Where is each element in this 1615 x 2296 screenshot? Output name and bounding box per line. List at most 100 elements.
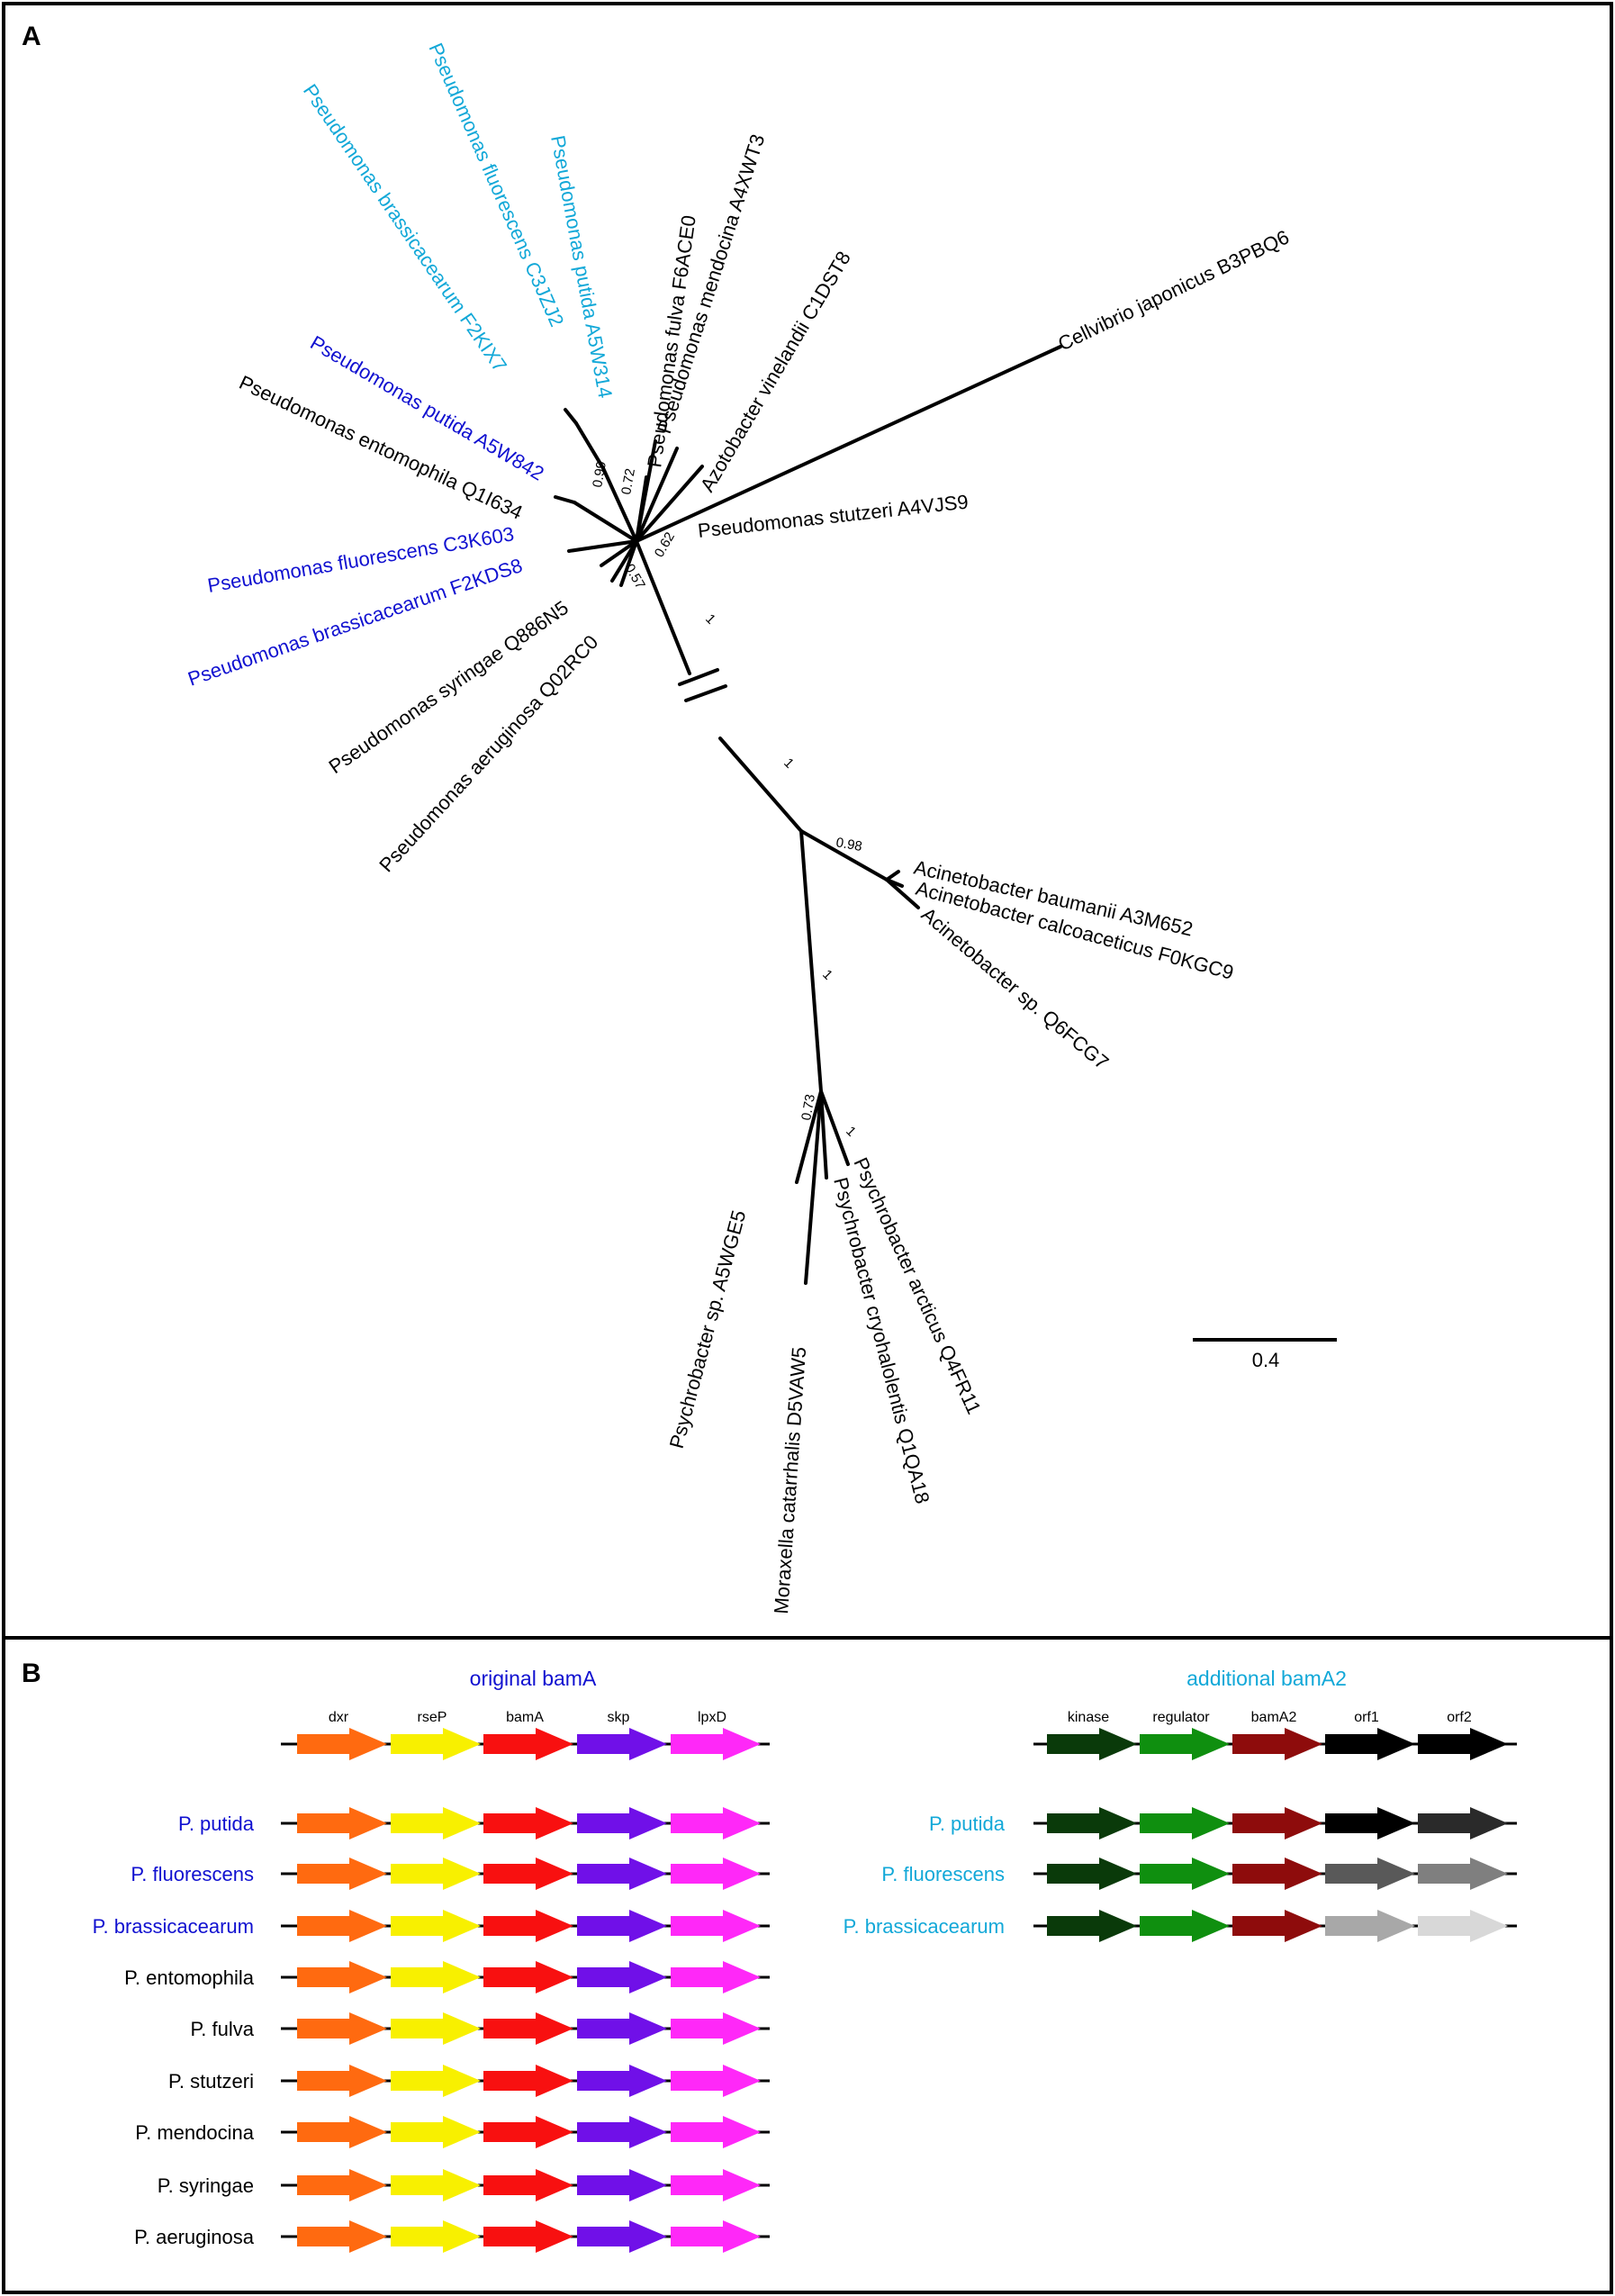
original-row-label-p-fulva: P. fulva	[190, 2018, 254, 2040]
original-gene-label-dxr: dxr	[329, 1710, 349, 1725]
original-operon-rows: dxr rseP bamA skp lpxD P. putida P. fluorescen…	[93, 1710, 770, 2253]
branch-baumanii	[885, 870, 900, 881]
panel-b-frame	[2, 1636, 1613, 2294]
gene-arrow	[1140, 1910, 1230, 1942]
original-row-label-p-stutzeri: P. stutzeri	[168, 2070, 254, 2093]
gene-arrow	[297, 1910, 387, 1942]
panel-a-letter: A	[22, 22, 41, 51]
gene-arrow	[1047, 1858, 1137, 1890]
branch-fluorescens-c3k603	[567, 539, 638, 553]
scale-bar-label: 0.4	[1252, 1349, 1280, 1371]
branch-putida-a5w314	[601, 466, 638, 543]
gene-arrow	[577, 2220, 667, 2253]
additional-row-label-p-putida: P. putida	[929, 1812, 1006, 1835]
original-row-p-mendocina	[281, 2116, 770, 2148]
original-gene-label-skp: skp	[608, 1710, 630, 1725]
gene-arrow	[391, 2116, 481, 2148]
gene-arrow	[1140, 1858, 1230, 1890]
gene-arrow	[297, 1807, 387, 1840]
gene-arrow	[671, 1728, 761, 1760]
branch-acinetobacter	[799, 829, 889, 881]
gene-arrow	[297, 2220, 387, 2253]
gene-arrow	[1325, 1728, 1415, 1760]
gene-arrow	[1418, 1910, 1508, 1942]
original-row-label-p-fluorescens: P. fluorescens	[131, 1863, 254, 1885]
gene-arrow	[1232, 1858, 1322, 1890]
branch-moraxella	[804, 1089, 823, 1285]
gene-arrow	[483, 1728, 573, 1760]
branch-putida-a5w842	[573, 501, 638, 543]
gene-arrow	[671, 2116, 761, 2148]
gene-arrow	[577, 2012, 667, 2045]
gene-arrow	[671, 1807, 761, 1840]
branch-psychrobacter-sp	[795, 1089, 823, 1184]
branch-fluorescens-c3jzj2	[574, 421, 605, 470]
gene-arrow	[391, 2169, 481, 2201]
gene-arrow	[671, 2220, 761, 2253]
additional-row-label-p-fluorescens: P. fluorescens	[881, 1863, 1005, 1885]
gene-arrow	[483, 1807, 573, 1840]
original-gene-label-lpxd: lpxD	[698, 1710, 726, 1725]
gene-arrow	[1047, 1807, 1137, 1840]
additional-reference-row	[1033, 1728, 1517, 1760]
original-row-label-p-putida: P. putida	[178, 1812, 255, 1835]
gene-arrow	[1325, 1910, 1415, 1942]
support-0-99: 0.99	[590, 460, 609, 489]
original-row-label-p-syringae: P. syringae	[158, 2174, 254, 2197]
gene-arrow	[1418, 1858, 1508, 1890]
panel-b-letter: B	[22, 1659, 41, 1688]
gene-arrow	[1232, 1910, 1322, 1942]
additional-row-p-putida	[1033, 1807, 1517, 1840]
tree-branches	[554, 345, 1062, 1285]
branch-stutzeri	[635, 465, 704, 543]
gene-arrow	[577, 1858, 667, 1890]
gene-arrow	[391, 2012, 481, 2045]
original-gene-label-rsep: rseP	[418, 1710, 447, 1725]
gene-arrow	[577, 2169, 667, 2201]
gene-arrow	[483, 2220, 573, 2253]
support-0-72: 0.72	[618, 467, 638, 496]
gene-arrow	[1325, 1807, 1415, 1840]
gene-arrow	[577, 1910, 667, 1942]
branch-stem-upper	[635, 539, 691, 675]
additional-gene-label-kinase: kinase	[1068, 1710, 1109, 1725]
gene-arrow	[297, 1961, 387, 1993]
original-row-label-p-entomophila: P. entomophila	[124, 1966, 255, 1989]
gene-arrow	[391, 1728, 481, 1760]
branch-stem-lower	[718, 737, 803, 833]
original-gene-label-bama: bamA	[506, 1710, 544, 1725]
gene-arrow	[1418, 1728, 1508, 1760]
additional-gene-label-orf2: orf2	[1447, 1710, 1472, 1725]
gene-arrow	[391, 2220, 481, 2253]
gene-arrow	[671, 2065, 761, 2097]
gene-arrow	[1047, 1910, 1137, 1942]
original-row-label-p-brassicacearum: P. brassicacearum	[93, 1915, 254, 1938]
branch-aeruginosa	[619, 539, 638, 587]
gene-arrow	[577, 2116, 667, 2148]
gene-arrow	[483, 2065, 573, 2097]
gene-arrow	[577, 1728, 667, 1760]
additional-gene-label-bama2: bamA2	[1251, 1710, 1297, 1725]
original-row-p-fulva	[281, 2012, 770, 2045]
support-0-98: 0.98	[835, 835, 863, 854]
branch-psychrobacter-stem	[799, 829, 823, 1093]
gene-arrow	[577, 2065, 667, 2097]
additional-gene-label-orf1: orf1	[1354, 1710, 1379, 1725]
original-operon-title: original bamA	[470, 1667, 597, 1690]
gene-arrow	[297, 2065, 387, 2097]
gene-arrow	[297, 1858, 387, 1890]
break-mark-2	[684, 684, 727, 702]
gene-arrow	[577, 1807, 667, 1840]
branch-brassicacearum-f2kix7	[564, 408, 578, 425]
gene-arrow	[297, 1728, 387, 1760]
original-row-p-syringae	[281, 2169, 770, 2201]
branch-azotobacter	[635, 447, 679, 543]
gene-arrow	[1325, 1858, 1415, 1890]
original-row-label-p-aeruginosa: P. aeruginosa	[134, 2226, 255, 2248]
gene-arrow	[297, 2012, 387, 2045]
gene-arrow	[297, 2169, 387, 2201]
branch-brassicacearum-f2kds8	[600, 539, 638, 567]
additional-row-p-brassicacearum	[1033, 1910, 1517, 1942]
gene-arrow	[1140, 1728, 1230, 1760]
